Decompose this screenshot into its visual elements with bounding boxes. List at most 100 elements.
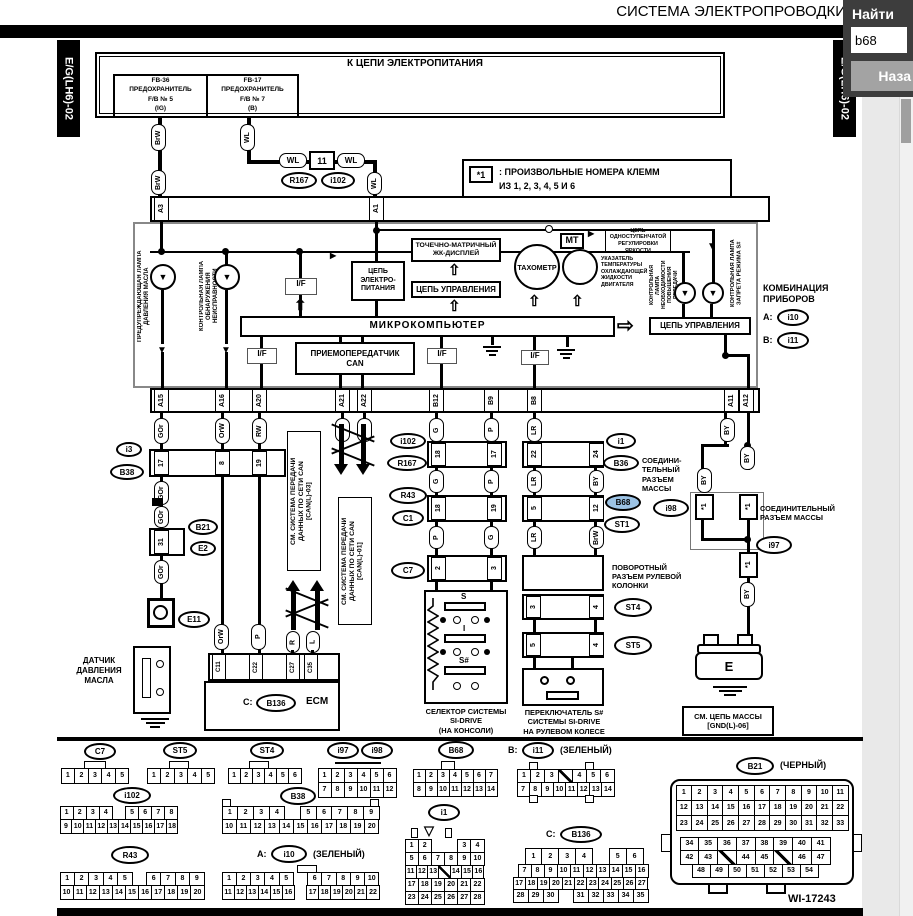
- pin-cell: 24: [417, 890, 432, 905]
- pin-cell: 28: [753, 815, 771, 832]
- pin-cell: [558, 768, 573, 783]
- pin-cell: [773, 850, 793, 865]
- resistor-icon: [427, 598, 439, 690]
- connector-i10: i10: [777, 309, 809, 326]
- ecm-label: ECM: [306, 696, 329, 707]
- terminal-circle: [545, 225, 553, 233]
- connector-i97: i97: [327, 742, 359, 759]
- s-sharp-switch-box: [522, 668, 604, 706]
- pin-cell: 3: [558, 847, 577, 865]
- wire: [258, 477, 261, 655]
- pin-2: 2: [431, 557, 446, 580]
- oil-sensor-label: ДАТЧИК ДАВЛЕНИЯ МАСЛА: [76, 656, 122, 685]
- micro-box: МИКРОКОМПЬЮТЕР: [240, 316, 615, 337]
- pin-cell: 11: [569, 863, 584, 878]
- pin-cell: 44: [735, 850, 756, 865]
- pin-cell: 12: [382, 782, 397, 798]
- pin-cell: 18: [769, 799, 786, 817]
- pin-cell: 8: [330, 782, 345, 798]
- pin-cell: 45: [754, 850, 775, 865]
- connector-splice: [152, 498, 163, 506]
- wire-label-brw: BrW: [151, 170, 166, 195]
- pin-31: 31: [154, 530, 169, 554]
- pin-cell: 42: [679, 850, 700, 865]
- diode-icon: [330, 245, 336, 263]
- pin-cell: 40: [792, 836, 812, 851]
- ecm-c-prefix: C:: [243, 697, 253, 707]
- pin-cell: 8: [784, 784, 802, 801]
- pin-cell: 17: [404, 877, 419, 892]
- pin-5: 5: [526, 634, 541, 656]
- pin-cell: 5: [117, 871, 133, 886]
- pin-3: 3: [487, 557, 502, 580]
- pin-4: 4: [589, 634, 604, 656]
- pin-cell: 3: [706, 784, 724, 801]
- pin-cell: 35: [698, 836, 718, 851]
- pin-cell: 30: [542, 888, 559, 903]
- wire: [724, 335, 727, 357]
- pin-c11: C11: [212, 654, 226, 680]
- pin-cell: 5: [300, 805, 317, 820]
- wire: [682, 304, 685, 318]
- pin-cell: 20: [364, 819, 380, 834]
- pin-4: 4: [589, 596, 604, 618]
- pin-cell: 3: [88, 871, 104, 886]
- connector-tab: [411, 828, 418, 838]
- page-code-left: E/G(LH6)-02: [57, 40, 80, 137]
- pin-17: 17: [154, 451, 169, 475]
- connector-c7: C7: [391, 562, 425, 579]
- pin-cell: 16: [281, 885, 295, 900]
- pin-cell: 11: [369, 782, 384, 798]
- back-button[interactable]: Наза: [851, 61, 913, 91]
- pin-cell: 9: [424, 782, 438, 797]
- selector-pos-i: I: [463, 624, 466, 633]
- pin-cell: 22: [831, 799, 849, 817]
- wire-label-g: G: [484, 526, 499, 549]
- connector-b36: B36: [603, 455, 639, 471]
- wire: [701, 538, 750, 541]
- pin-cell: 13: [595, 863, 610, 878]
- meter-connector-strip-top: [150, 196, 770, 222]
- pin-cell: 5: [278, 871, 294, 886]
- junction-dot: [722, 352, 729, 359]
- pin-cell: 28: [512, 888, 529, 903]
- scrollbar-track[interactable]: [899, 0, 913, 916]
- wire: [435, 582, 438, 592]
- pin-cell: 16: [472, 864, 485, 879]
- scrollbar-thumb[interactable]: [901, 99, 911, 143]
- pin-cell: 29: [527, 888, 544, 903]
- pin-cell: 12: [94, 819, 108, 834]
- pin-cell: 3: [544, 768, 560, 783]
- arrow-head-icon: [356, 464, 370, 475]
- pin-cell: 14: [111, 885, 126, 900]
- pin-cell: 26: [722, 815, 740, 832]
- pin-cell: 8: [174, 871, 191, 886]
- pin-24: 24: [589, 443, 604, 466]
- pin-cell: 27: [738, 815, 755, 832]
- pin-cell: 16: [738, 799, 755, 817]
- contact-bar: [444, 602, 486, 611]
- wire: [161, 352, 164, 389]
- pin-cell: 43: [698, 850, 718, 865]
- wire-label-orw: OrW: [215, 418, 230, 444]
- pin-19: 19: [487, 497, 502, 520]
- terminal-circle: [156, 660, 164, 668]
- pin-cell: 10: [552, 782, 566, 797]
- connector-b68-highlighted: B68: [605, 494, 641, 511]
- power-banner-inner: [99, 56, 721, 114]
- pin-cell: 1: [516, 768, 532, 783]
- wire: [339, 337, 342, 344]
- pin-18: 18: [431, 443, 446, 466]
- wire: [225, 352, 228, 389]
- search-input[interactable]: [851, 27, 907, 53]
- power-banner: [95, 52, 725, 118]
- up-arrow-icon: [448, 297, 461, 316]
- wire-label-wl: WL: [367, 172, 382, 195]
- temp-gauge-label: УКАЗАТЕЛЬ ТЕМПЕРАТУРЫ ОХЛАЖДАЮЩЕЙ ЖИДКОС…: [601, 256, 648, 288]
